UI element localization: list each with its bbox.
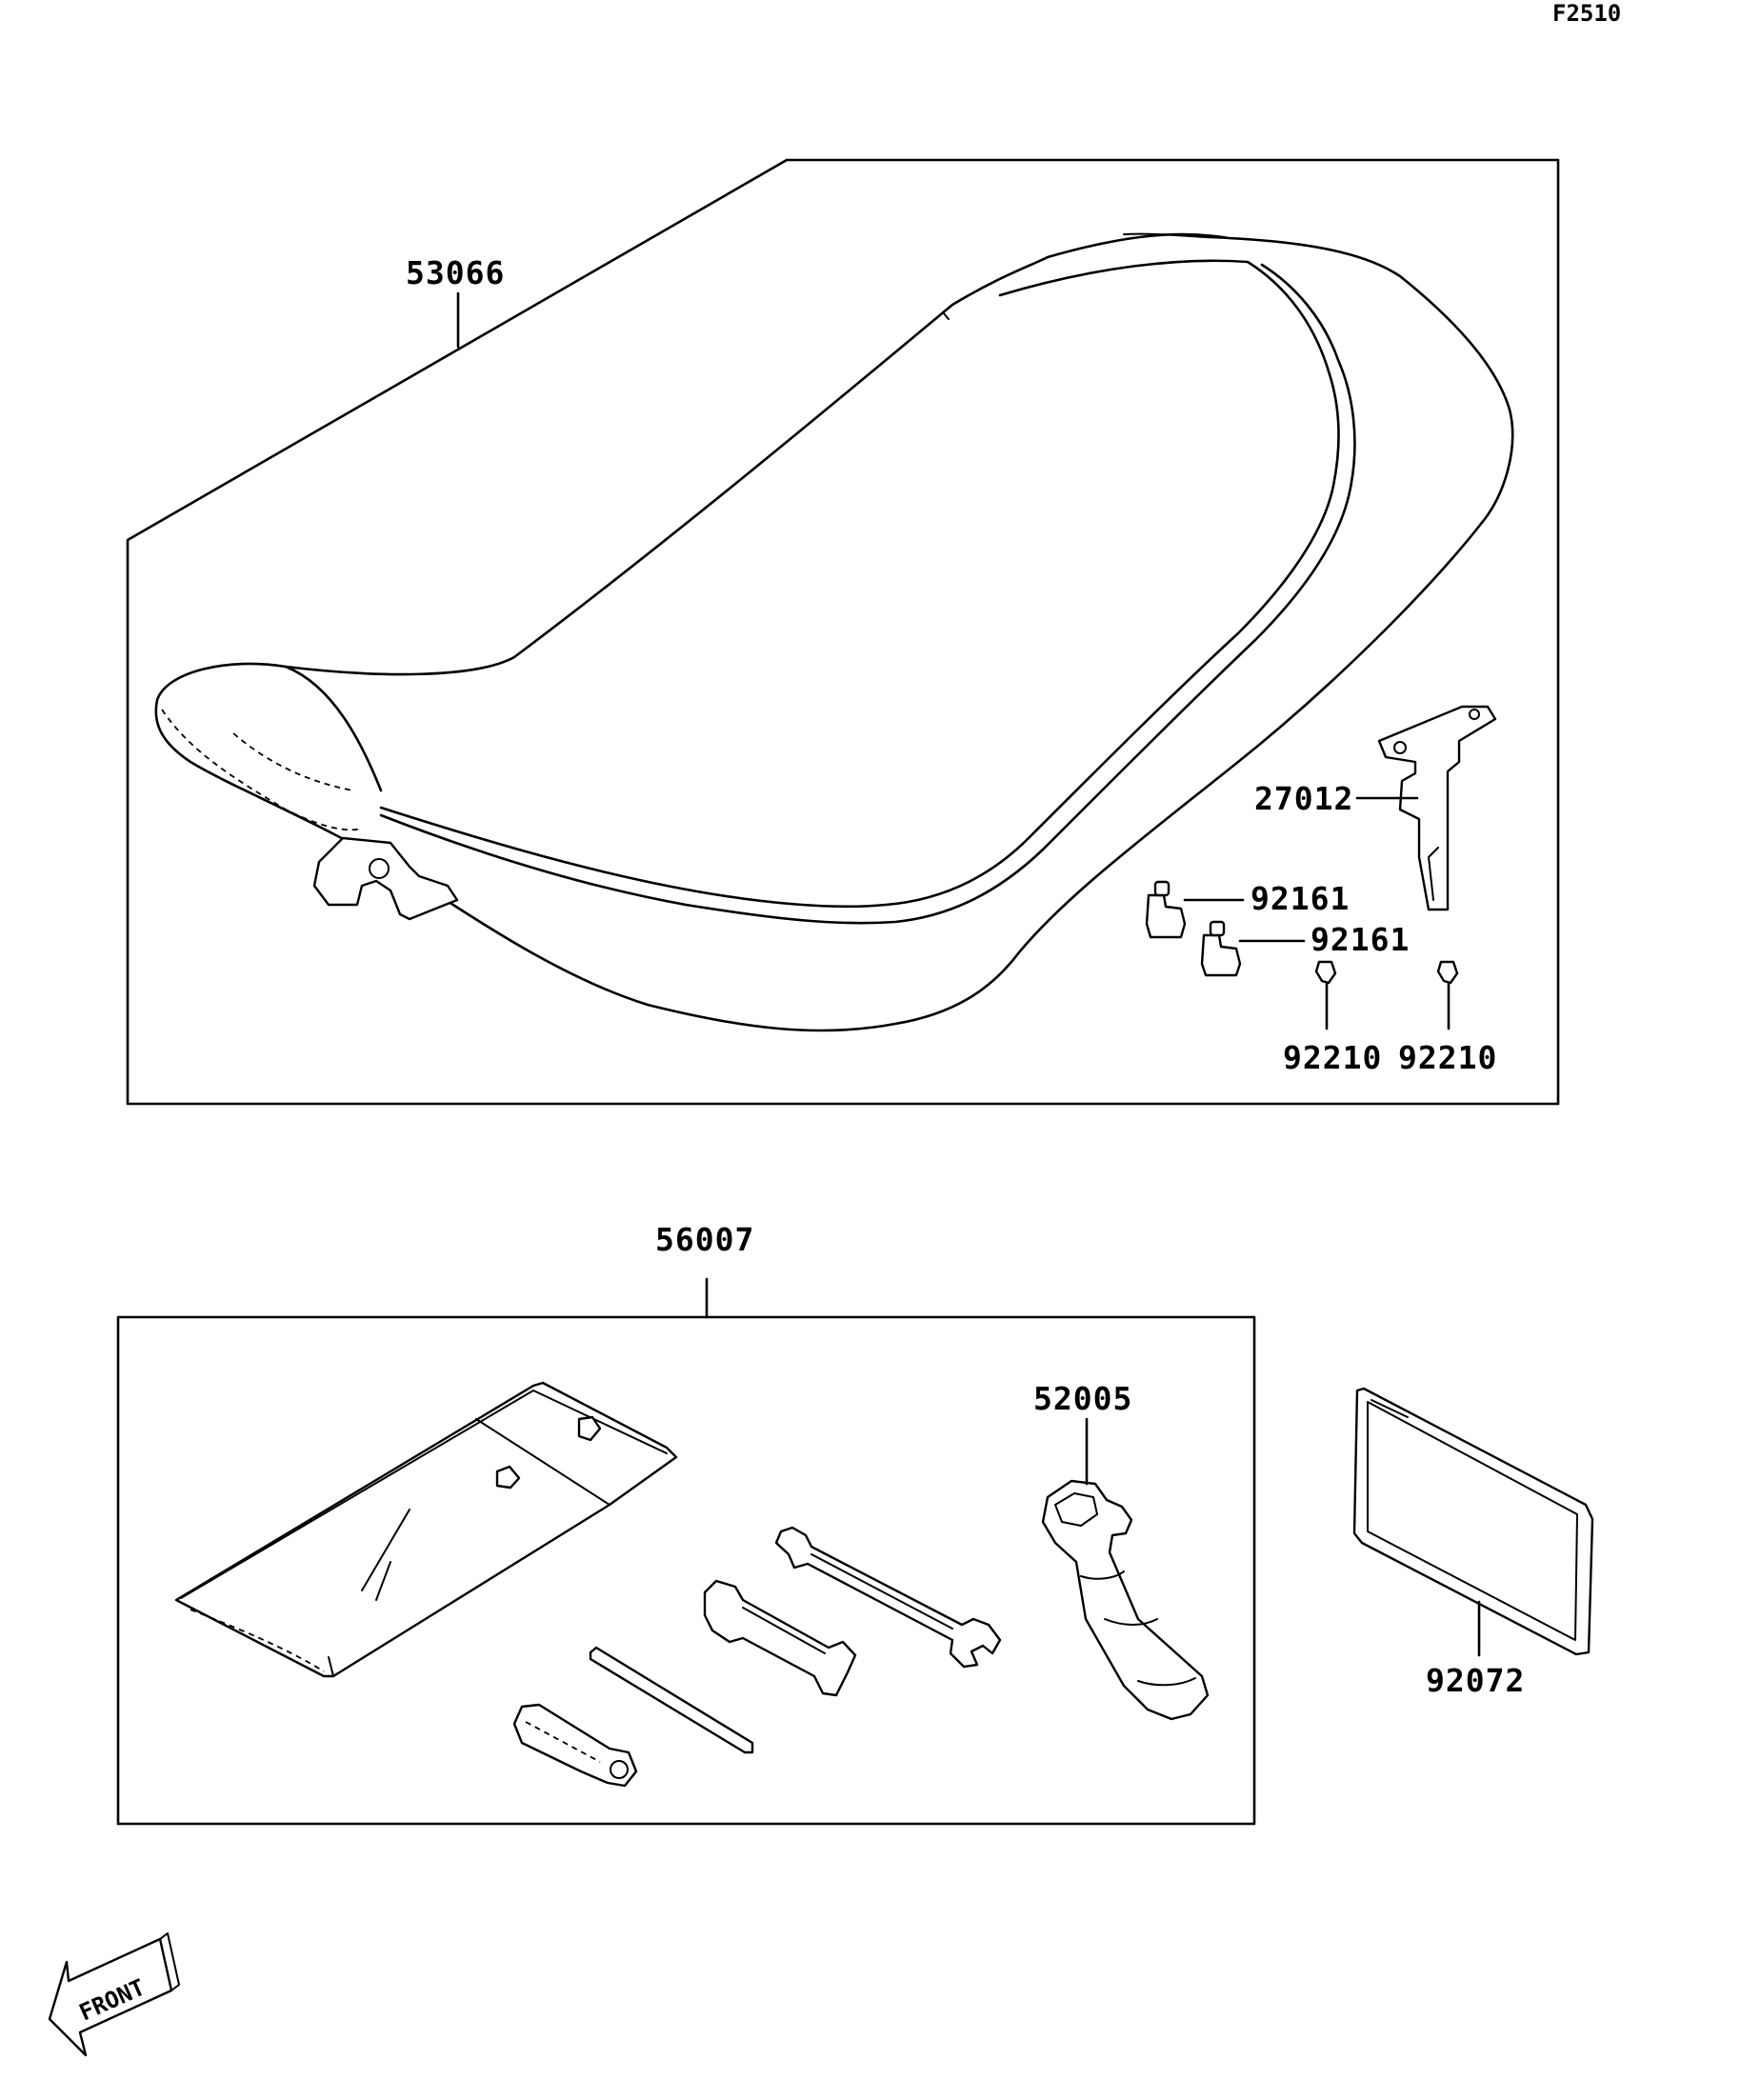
seat-bracket-drawing — [1377, 705, 1497, 911]
front-direction-arrow: FRONT — [48, 1932, 180, 2057]
seat-drawing — [154, 232, 1514, 1032]
part-92210-left-label: 92210 — [1283, 1039, 1382, 1076]
part-92210-right-label: 92210 — [1398, 1039, 1497, 1076]
open-end-wrench-drawing — [774, 1526, 1002, 1669]
handle-drawing — [512, 1703, 638, 1788]
seat-assembly-frame — [126, 158, 1560, 1106]
part-92161-lower-label: 92161 — [1311, 921, 1410, 958]
reference-code: F2510 — [1552, 0, 1621, 27]
part-52005-label: 52005 — [1033, 1380, 1132, 1417]
part-56007-label: 56007 — [655, 1221, 754, 1258]
part-92161-upper-label: 92161 — [1251, 880, 1350, 917]
box-wrench-drawing — [703, 1579, 857, 1697]
nut-left-drawing — [1314, 960, 1337, 985]
screwdriver-rod-drawing — [589, 1646, 754, 1754]
nut-right-drawing — [1436, 960, 1459, 985]
owners-manual-drawing — [1352, 1387, 1594, 1656]
part-27012-label: 27012 — [1254, 780, 1353, 817]
tool-kit-frame — [116, 1315, 1256, 1826]
part-92072-label: 92072 — [1426, 1662, 1525, 1699]
part-53066-label: 53066 — [406, 254, 505, 291]
damper-upper-drawing — [1145, 880, 1187, 939]
damper-lower-drawing — [1200, 920, 1242, 977]
spark-plug-wrench-drawing — [1041, 1479, 1210, 1721]
tool-pouch-drawing — [174, 1381, 678, 1678]
